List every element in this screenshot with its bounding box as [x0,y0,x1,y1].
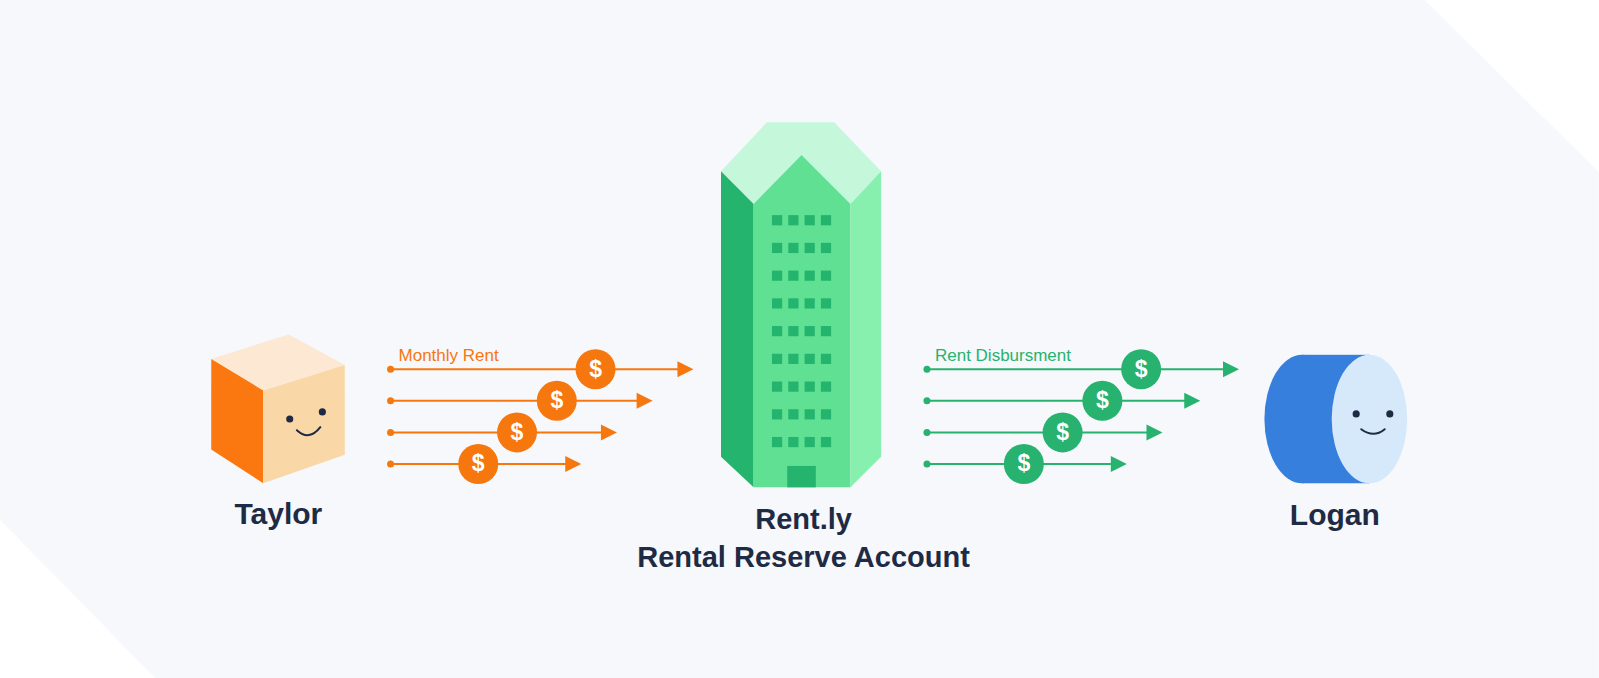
window [788,382,798,392]
money-arrow [387,412,617,452]
window [772,437,782,447]
coin [1043,412,1083,452]
arrow-line [391,431,603,433]
arrow-line [927,431,1149,433]
money-arrow [387,444,581,484]
window [788,409,798,419]
arrow-head [601,424,617,440]
arrow-line [927,400,1186,402]
edge-label: Monthly Rent [399,346,499,366]
window [788,326,798,336]
arrow-head [1223,361,1239,377]
coin [1004,444,1044,484]
window [821,437,831,447]
coin-symbol: $ [1121,349,1161,389]
node-title: Taylor [234,496,322,532]
window [772,298,782,308]
money-arrow [923,444,1126,484]
coin-symbol: $ [1043,412,1083,452]
coin [458,444,498,484]
start-dot [387,460,394,467]
window [788,243,798,253]
window [788,354,798,364]
coin [1121,349,1161,389]
node-title: Logan [1290,497,1380,533]
window [821,409,831,419]
window [772,382,782,392]
window [772,409,782,419]
arrow-head [1111,456,1127,472]
window [805,437,815,447]
arrow-head [637,393,653,409]
arrow-head [677,361,693,377]
arrow-head [1184,393,1200,409]
window [772,354,782,364]
window [821,354,831,364]
arrow-line [927,368,1225,370]
window [805,354,815,364]
window [821,271,831,281]
start-dot [387,366,394,373]
coin-symbol: $ [1082,381,1122,421]
edge-label: Rent Disbursment [935,346,1071,366]
window [805,382,815,392]
money-arrow [923,412,1162,452]
window [805,215,815,225]
arrow-line [391,368,680,370]
start-dot [923,366,930,373]
node-title: Rent.ly [755,500,852,538]
coin-symbol: $ [537,381,577,421]
person-node: Taylor [176,328,380,532]
start-dot [923,397,930,404]
window [805,326,815,336]
window [821,215,831,225]
coin-symbol: $ [576,349,616,389]
node-subtitle: Rental Reserve Account [637,538,970,576]
start-dot [923,460,930,467]
window [805,298,815,308]
window [805,271,815,281]
start-dot [387,429,394,436]
account-node: Rent.lyRental Reserve Account [589,114,1017,576]
window [788,215,798,225]
arrow-head [565,456,581,472]
window [805,243,815,253]
window [772,243,782,253]
window [821,298,831,308]
window [772,326,782,336]
start-dot [387,397,394,404]
cube-figure [211,334,345,483]
window [772,271,782,281]
coin-symbol: $ [458,444,498,484]
window [788,437,798,447]
window [821,326,831,336]
coin [1082,381,1122,421]
window [788,298,798,308]
window [821,243,831,253]
person-node: Logan [1233,337,1437,534]
coin-symbol: $ [1004,444,1044,484]
building-figure [721,122,881,487]
window [788,271,798,281]
coin [576,349,616,389]
start-dot [923,429,930,436]
coin-symbol: $ [497,412,537,452]
window [805,409,815,419]
coin [537,381,577,421]
arrow-head [1147,424,1163,440]
arrow-line [391,400,639,402]
cylinder-figure [1264,355,1407,483]
window [821,382,831,392]
window [772,215,782,225]
coin [497,412,537,452]
